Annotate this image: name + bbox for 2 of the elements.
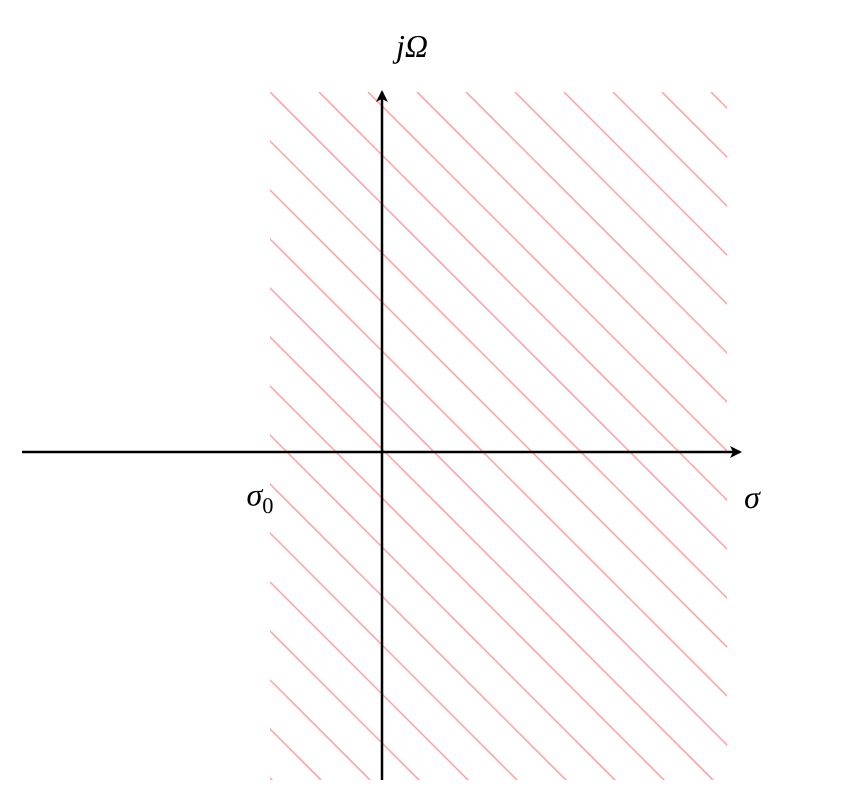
axis-label: σ$_{0}$	[246, 478, 274, 518]
axis-label: σ	[744, 481, 760, 513]
